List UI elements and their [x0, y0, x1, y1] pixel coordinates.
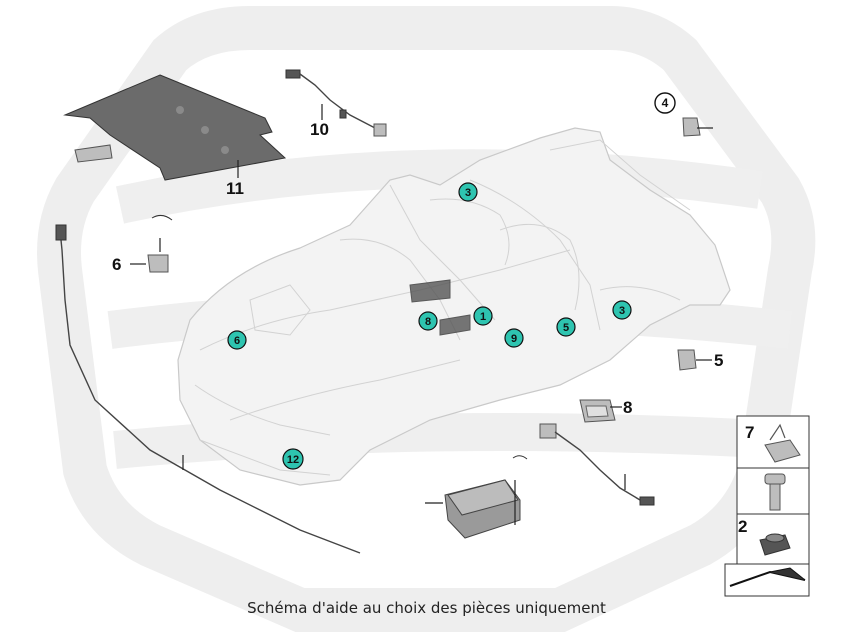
part-8-bracket[interactable] — [579, 399, 616, 423]
callout-1[interactable]: 1 — [473, 306, 493, 326]
left-antenna-cable[interactable] — [55, 224, 361, 554]
svg-text:12: 12 — [287, 454, 299, 466]
svg-text:3: 3 — [465, 187, 471, 199]
callout-5[interactable]: 5 — [556, 317, 576, 337]
callout-12[interactable]: 12 — [282, 448, 304, 470]
lower-sensor-cable[interactable] — [512, 423, 655, 506]
svg-text:8: 8 — [425, 316, 431, 328]
svg-text:9: 9 — [511, 333, 517, 345]
part-10-sensor-cable[interactable] — [285, 69, 387, 137]
callout-8[interactable]: 8 — [418, 311, 438, 331]
label-4: 4 — [662, 96, 669, 110]
svg-text:6: 6 — [234, 335, 240, 347]
bolt-icon[interactable] — [764, 473, 786, 511]
label-8: 8 — [623, 398, 632, 417]
callout-6[interactable]: 6 — [227, 330, 247, 350]
callout-3-right[interactable]: 3 — [612, 300, 632, 320]
svg-text:1: 1 — [480, 311, 486, 323]
circle-4 — [654, 92, 676, 114]
arrow-icon — [729, 567, 806, 587]
part-5-side-sensor[interactable] — [677, 349, 697, 371]
callout-3-upper[interactable]: 3 — [458, 182, 478, 202]
airbag-control-unit[interactable] — [425, 479, 521, 539]
nut-icon[interactable] — [759, 533, 791, 556]
part-6-impact-sensor[interactable] — [147, 214, 173, 273]
label-5: 5 — [714, 351, 723, 370]
diagram-caption: Schéma d'aide au choix des pièces unique… — [247, 599, 606, 617]
clip-nut-icon[interactable] — [764, 423, 801, 463]
label-6: 6 — [112, 255, 121, 274]
callout-9[interactable]: 9 — [504, 328, 524, 348]
part-4-sensor-bracket[interactable] — [682, 117, 701, 137]
label-10: 10 — [310, 120, 329, 139]
fastener-inset: 7 2 — [724, 415, 810, 597]
svg-text:3: 3 — [619, 305, 625, 317]
car-body-shell — [177, 127, 731, 486]
svg-text:5: 5 — [563, 322, 569, 334]
inset-label-7: 7 — [745, 423, 754, 442]
label-11: 11 — [226, 179, 244, 198]
inset-label-2: 2 — [738, 517, 747, 536]
part-11-seat-mat[interactable] — [63, 74, 287, 181]
